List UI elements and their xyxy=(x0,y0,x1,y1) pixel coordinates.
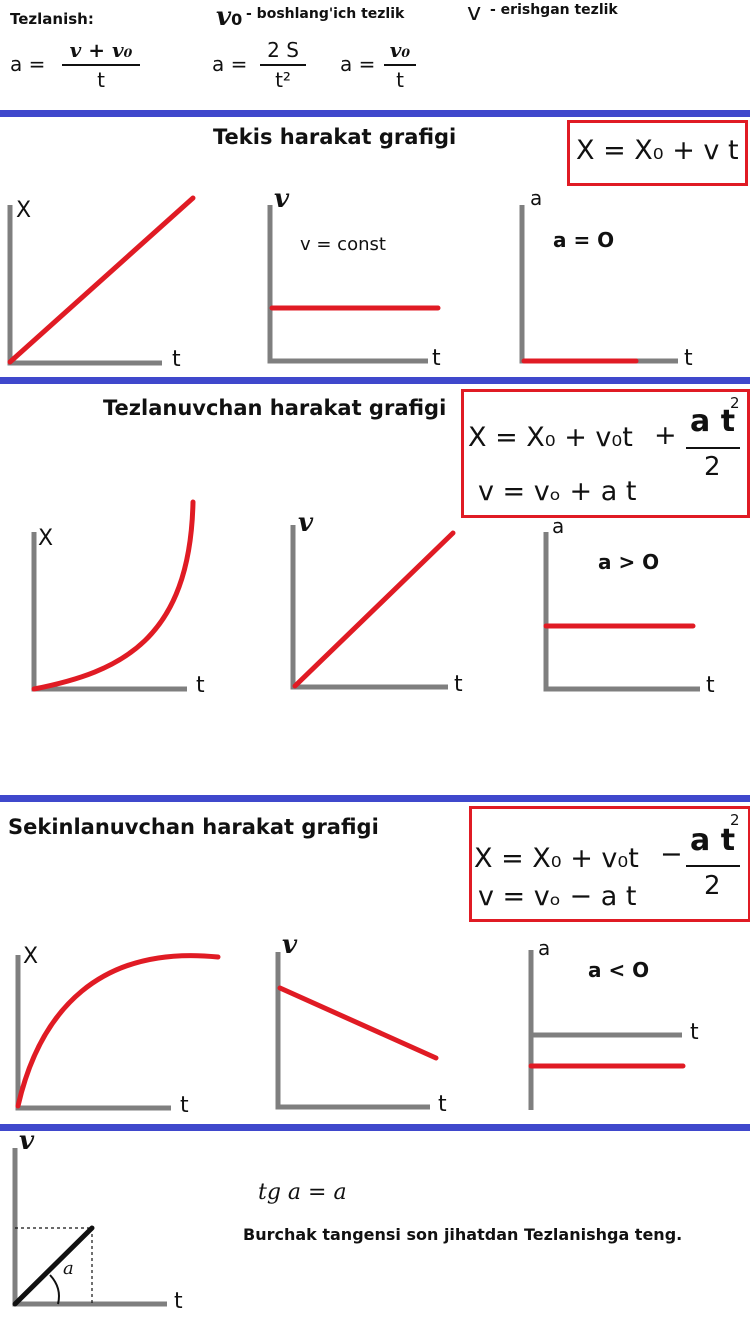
angle-arc xyxy=(49,1274,60,1305)
y-label-sekin-x: X xyxy=(23,944,39,969)
formula-line: v = vₒ − a t xyxy=(478,881,637,912)
separator-band-4 xyxy=(0,1124,750,1131)
annotation-a-negative: a < O xyxy=(588,958,650,982)
v-symbol: v xyxy=(467,0,482,26)
x-label-tezl-x: t xyxy=(196,673,205,698)
formula-box-sekinlanuvchan: X = X₀ + v₀t − a t 2 2 v = vₒ − a t xyxy=(469,806,750,922)
v0-symbol: v0 xyxy=(216,2,243,32)
separator-band-2 xyxy=(0,377,750,384)
formula-denominator: t xyxy=(97,68,105,92)
formula-numerator: v + v₀ xyxy=(69,38,133,62)
formula-sign: + xyxy=(654,420,677,451)
formula-numerator: 2 S xyxy=(267,38,299,62)
y-label-tekis-x: X xyxy=(16,198,32,223)
v0-description: - boshlang'ich tezlik xyxy=(246,6,405,22)
formula-lhs: a = xyxy=(10,52,46,76)
formula-sign: − xyxy=(660,839,683,870)
axes-tekis-v xyxy=(267,205,428,364)
y-label-tezl-v: v xyxy=(298,508,314,538)
formula-num: a t xyxy=(690,404,736,439)
formula-box-tezlanuvchan: X = X₀ + v₀t + a t 2 2 v = vₒ + a t xyxy=(461,389,750,518)
formula-numerator: v₀ xyxy=(389,38,411,62)
formula-a-v0: a = v₀ t xyxy=(340,38,420,98)
section-title-sekinlanuvchan: Sekinlanuvchan harakat grafigi xyxy=(8,815,379,839)
x-label-sekin-x: t xyxy=(180,1093,189,1118)
formula-denominator: t² xyxy=(275,68,291,92)
section-title-tezlanuvchan: Tezlanuvchan harakat grafigi xyxy=(103,396,447,420)
curve-sekin-v xyxy=(277,985,439,1061)
separator-band-1 xyxy=(0,110,750,117)
formula-a-avg: a = v + v₀ t xyxy=(10,38,140,98)
x-label-sekin-a: t xyxy=(690,1020,699,1045)
x-label-tezl-a: t xyxy=(706,673,715,698)
x-label-tekis-x: t xyxy=(172,347,181,372)
angle-label: a xyxy=(63,1258,74,1279)
y-label-sekin-v: v xyxy=(282,930,298,960)
curve-tekis-x xyxy=(7,195,196,365)
x-label-sekin-v: t xyxy=(438,1092,447,1117)
formula-num: a t xyxy=(690,823,736,858)
formula-line: X = X₀ + v₀t xyxy=(474,843,639,874)
axes-tezl-a xyxy=(543,532,700,692)
formula-den: 2 xyxy=(704,871,721,901)
y-label-tangent: v xyxy=(19,1126,35,1156)
y-label-sekin-a: a xyxy=(538,936,551,960)
section-title-tekis: Tekis harakat grafigi xyxy=(213,125,457,149)
v-description: - erishgan tezlik xyxy=(490,2,618,18)
axes-sekin-v xyxy=(275,952,430,1110)
y-label-tekis-v: v xyxy=(274,184,290,214)
x-label-tezl-v: t xyxy=(454,672,463,697)
tezlanish-label: Tezlanish: xyxy=(10,10,94,28)
formula-box-tekis: X = X₀ + v t xyxy=(567,120,748,186)
curve-tezl-v xyxy=(292,530,456,689)
curve-sekin-x xyxy=(15,953,221,1109)
formula-line: v = vₒ + a t xyxy=(478,476,637,507)
formula-line: X = X₀ + v t xyxy=(576,135,739,166)
formula-a-2s: a = 2 S t² xyxy=(212,38,312,98)
x-label-tangent: t xyxy=(174,1289,183,1314)
axes-sekin-x xyxy=(15,955,171,1111)
formula-lhs: a = xyxy=(212,52,248,76)
tangent-formula: tg a = a xyxy=(258,1180,347,1205)
x-label-tekis-a: t xyxy=(684,346,693,371)
formula-denominator: t xyxy=(396,68,404,92)
y-label-tezl-a: a xyxy=(552,514,565,538)
y-label-tezl-x: X xyxy=(38,526,54,551)
formula-den: 2 xyxy=(704,452,721,482)
annotation-a-zero: a = O xyxy=(553,228,615,252)
x-label-tekis-v: t xyxy=(432,346,441,371)
formula-lhs: a = xyxy=(340,52,376,76)
formula-exp: 2 xyxy=(730,394,740,412)
curve-tezl-x xyxy=(31,499,196,692)
tangent-line xyxy=(12,1225,95,1307)
annotation-v-const: v = const xyxy=(300,234,386,255)
tangent-description: Burchak tangensi son jihatdan Tezlanishg… xyxy=(243,1225,683,1244)
formula-line: X = X₀ + v₀t xyxy=(468,422,633,453)
y-label-tekis-a: a xyxy=(530,186,543,210)
formula-exp: 2 xyxy=(730,811,740,829)
separator-band-3 xyxy=(0,795,750,802)
annotation-a-positive: a > O xyxy=(598,550,660,574)
